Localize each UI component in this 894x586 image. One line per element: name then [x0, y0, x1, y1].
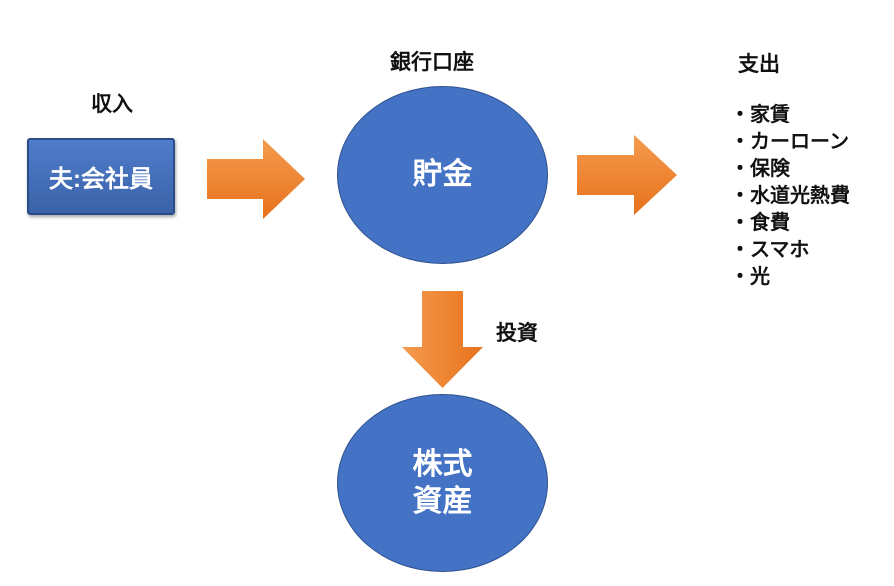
income-box-text: 夫:会社員 — [49, 166, 153, 193]
expense-list: ・家賃 ・カーローン ・保険 ・水道光熱費 ・食費 ・スマホ ・光 — [730, 102, 850, 291]
expenses-header: 支出 — [738, 53, 780, 76]
expense-item: ・光 — [730, 266, 770, 288]
bank-account-label: 銀行口座 — [390, 51, 474, 74]
savings-node-text: 貯金 — [412, 158, 473, 192]
flow-arrow-income-to-savings — [207, 139, 305, 219]
income-label: 収入 — [91, 93, 133, 116]
savings-node: 貯金 — [337, 86, 548, 264]
expense-item: ・食費 — [730, 212, 790, 234]
expense-item: ・水道光熱費 — [730, 185, 850, 207]
flow-arrow-savings-to-stock — [402, 291, 483, 388]
flow-arrow-savings-to-expenses — [577, 135, 677, 215]
invest-label: 投資 — [496, 322, 538, 345]
stock-node-text-line1: 株式 — [412, 447, 473, 481]
expense-item: ・家賃 — [730, 104, 790, 126]
expense-item: ・保険 — [730, 158, 790, 180]
income-box: 夫:会社員 — [27, 138, 175, 215]
stock-node: 株式 資産 — [337, 394, 548, 572]
expenses-panel: 支出 ・家賃 ・カーローン ・保険 ・水道光熱費 ・食費 ・スマホ ・光 — [730, 48, 850, 291]
expense-item: ・スマホ — [730, 239, 810, 261]
expense-item: ・カーローン — [730, 131, 849, 153]
stock-node-text-line2: 資産 — [412, 485, 473, 518]
